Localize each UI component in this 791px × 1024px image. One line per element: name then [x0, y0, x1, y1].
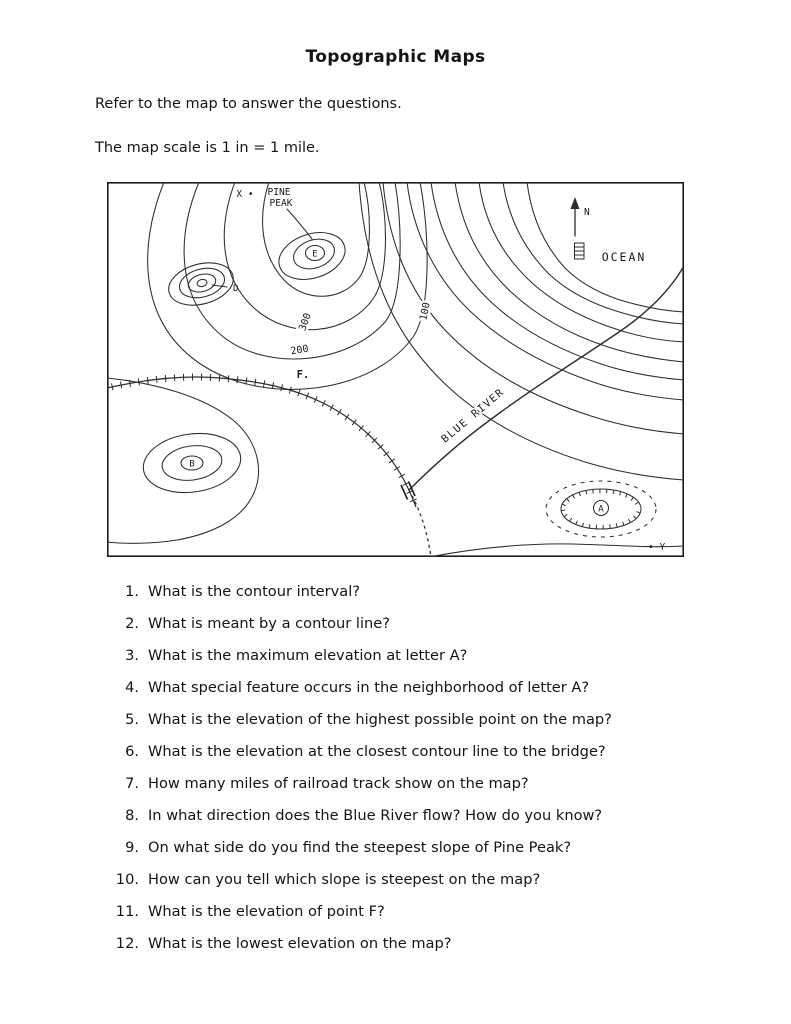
question-number: 8. [125, 807, 139, 824]
hill-b-contours [142, 432, 242, 494]
question-number: 7. [125, 775, 139, 792]
question-number: 12. [115, 935, 139, 952]
question-number: 10. [115, 871, 139, 888]
question-text: What is the lowest elevation on the map? [148, 935, 452, 952]
question-item-2: 2. What is meant by a contour line? [115, 613, 695, 634]
pine-peak-label: PINE [268, 187, 291, 198]
point-e: E [312, 250, 317, 260]
intro-line-1: Refer to the map to answer the questions… [95, 96, 402, 112]
north-arrow [570, 197, 580, 237]
question-text: What is the contour interval? [148, 583, 360, 600]
point-b: B [189, 460, 194, 470]
question-item-7: 7. How many miles of railroad track show… [115, 773, 695, 794]
question-number: 3. [125, 647, 139, 664]
question-item-8: 8. In what direction does the Blue River… [115, 805, 695, 826]
question-text: What is the elevation at the closest con… [148, 743, 606, 760]
blue-river [408, 265, 684, 491]
question-item-10: 10. How can you tell which slope is stee… [115, 869, 695, 890]
question-text: In what direction does the Blue River fl… [148, 807, 603, 824]
pine-peak-leader-line [286, 208, 313, 240]
question-item-5: 5. What is the elevation of the highest … [115, 709, 695, 730]
question-item-11: 11. What is the elevation of point F? [115, 901, 695, 922]
pine-peak-contours [262, 182, 370, 297]
question-number: 6. [125, 743, 139, 760]
depression-hachured-contour [560, 488, 642, 530]
pine-peak-label-2: PEAK [270, 198, 293, 209]
question-number: 1. [125, 583, 139, 600]
blue-river-lower-dashed [408, 489, 432, 557]
topographic-map: E PINE PEAK X • D B A BLUE [107, 182, 684, 557]
point-f: F. [297, 369, 310, 381]
north-label: N [584, 207, 590, 218]
ocean-label: OCEAN [602, 250, 647, 264]
question-number: 9. [125, 839, 139, 856]
hill-d-contours [168, 262, 234, 306]
question-number: 4. [125, 679, 139, 696]
question-item-1: 1. What is the contour interval? [115, 581, 695, 602]
map-image: E PINE PEAK X • D B A BLUE [107, 182, 684, 557]
question-text: What is the elevation of point F? [148, 903, 385, 920]
question-text: What is meant by a contour line? [148, 615, 390, 632]
x-marker: X • [236, 189, 253, 200]
bridge [400, 481, 416, 500]
question-text: On what side do you find the steepest sl… [148, 839, 572, 856]
depression-a [545, 480, 657, 538]
west-contours [107, 182, 428, 544]
point-a: A [598, 505, 604, 515]
question-number: 2. [125, 615, 139, 632]
question-list: 1. What is the contour interval? 2. What… [115, 581, 695, 965]
question-item-3: 3. What is the maximum elevation at lett… [115, 645, 695, 666]
intro-line-2: The map scale is 1 in = 1 mile. [95, 140, 320, 156]
question-item-6: 6. What is the elevation at the closest … [115, 741, 695, 762]
page-title: Topographic Maps [305, 47, 486, 67]
point-d: D [233, 284, 238, 294]
question-number: 5. [125, 711, 139, 728]
marker-post-icon [574, 242, 585, 260]
question-text: What is the maximum elevation at letter … [148, 647, 468, 664]
question-text: What special feature occurs in the neigh… [148, 679, 590, 696]
map-border [107, 182, 684, 557]
question-item-9: 9. On what side do you find the steepest… [115, 837, 695, 858]
question-item-4: 4. What special feature occurs in the ne… [115, 677, 695, 698]
east-contours [358, 182, 684, 481]
y-marker: • Y [648, 542, 665, 553]
question-text: How many miles of railroad track show on… [148, 775, 529, 792]
question-text: How can you tell which slope is steepest… [148, 871, 541, 888]
question-item-12: 12. What is the lowest elevation on the … [115, 933, 695, 954]
question-number: 11. [115, 903, 139, 920]
south-east-contours [428, 543, 684, 557]
point-d-leader-line [211, 284, 228, 288]
question-text: What is the elevation of the highest pos… [148, 711, 612, 728]
